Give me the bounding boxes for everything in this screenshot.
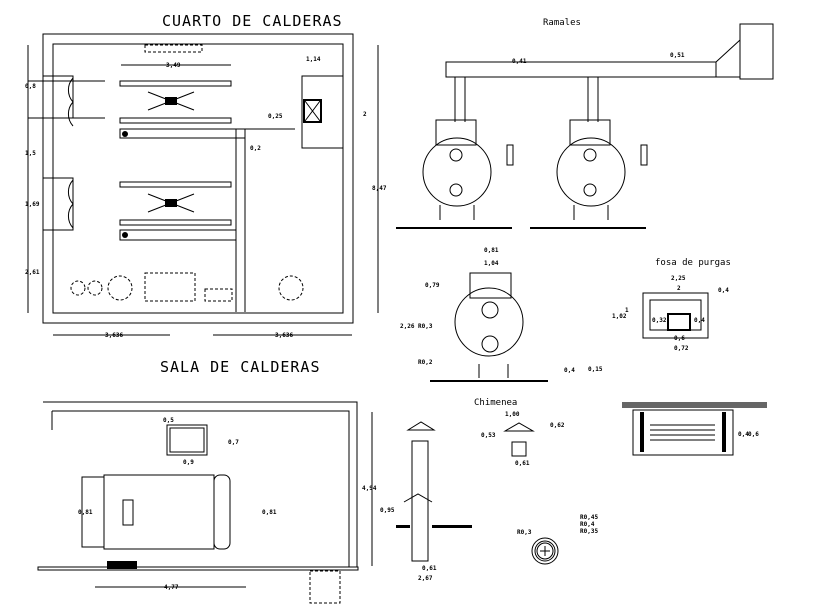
dim-label: 0,6 — [674, 335, 685, 342]
ramales-elevation: Ramales 0,41 0,51 — [396, 18, 774, 229]
dim-label: 1 — [625, 307, 629, 314]
dim-label: 3,49 — [166, 62, 181, 69]
dim-label: 0,15 — [588, 366, 603, 373]
boiler-side-view — [103, 474, 215, 550]
dim-label: 0,8 — [25, 83, 36, 90]
dim-label: 0,4 — [564, 367, 575, 374]
dim-label: 0,25 — [268, 113, 283, 120]
dim-label: 2,67 — [418, 575, 433, 582]
dim-label: 0,79 — [425, 282, 440, 289]
dim-label: 0,41 — [512, 58, 527, 65]
dim-label: 0,51 — [670, 52, 685, 59]
dim-label: 0,4 — [718, 287, 729, 294]
dim-label: 3,636 — [275, 332, 293, 339]
dim-label: 4,94 — [362, 485, 377, 492]
dim-label: 0,5 — [163, 417, 174, 424]
dim-label: 8,47 — [372, 185, 387, 192]
chimney-shaft — [301, 75, 344, 149]
chimenea-detail: Chimenea 0,95 0,61 2,67 1,00 0,62 0,53 0… — [380, 398, 565, 582]
dim-label: R0,3 — [517, 529, 532, 536]
dim-label: R0,4 — [580, 521, 595, 528]
dim-label: 1,14 — [306, 56, 321, 63]
boiler-1 — [422, 77, 514, 220]
dim-label: 2,61 — [25, 269, 40, 276]
dim-label: 0,7 — [228, 439, 239, 446]
chimenea-title: Chimenea — [474, 398, 517, 408]
dim-label: 0,32 — [652, 317, 667, 324]
fosa-title: fosa de purgas — [655, 258, 731, 268]
boiler-2 — [556, 77, 648, 220]
dim-label: 0,81 — [484, 247, 499, 254]
dim-label: 0,81 — [262, 509, 277, 516]
dim-label: 2 — [677, 285, 681, 292]
dim-label: R0,2 — [418, 359, 433, 366]
door-openings — [43, 75, 74, 231]
dim-label: 4,77 — [164, 584, 179, 591]
dim-label: 0,61 — [422, 565, 437, 572]
dim-label: 2,25 — [671, 275, 686, 282]
boiler-detail: 0,81 1,04 0,79 2,26 R0,3 R0,2 0,4 0,15 — [400, 247, 603, 382]
cuarto-title: CUARTO DE CALDERAS — [162, 12, 343, 30]
dim-label: 1,02 — [612, 313, 627, 320]
dim-label: 0,2 — [250, 145, 261, 152]
dim-label: 0,4 — [738, 431, 749, 438]
dim-label: 1,04 — [484, 260, 499, 267]
dim-label: R0,3 — [418, 323, 433, 330]
dim-label: 0,62 — [550, 422, 565, 429]
dim-label: 0,6 — [748, 431, 759, 438]
dim-label: 0,9 — [183, 459, 194, 466]
dim-label: R0,35 — [580, 528, 598, 535]
dim-label: 1,5 — [25, 150, 36, 157]
ramales-title: Ramales — [543, 18, 581, 28]
dim-label: 0,81 — [78, 509, 93, 516]
dim-label: 0,95 — [380, 507, 395, 514]
dim-label: 1,69 — [25, 201, 40, 208]
chimney-ring-section: R0,45 R0,4 R0,35 R0,3 — [517, 514, 598, 565]
cuarto-de-calderas-plan: CUARTO DE CALDERAS 3,49 0,25 0,2 1,14 2 … — [25, 12, 387, 339]
dim-label: 3,636 — [105, 332, 123, 339]
dim-label: 2,26 — [400, 323, 415, 330]
dim-label: 0,72 — [674, 345, 689, 352]
fosa-de-purgas: fosa de purgas 2,25 2 0,4 1,02 1 0,32 0,… — [612, 258, 767, 456]
sala-de-calderas-elevation: SALA DE CALDERAS 0,5 0,7 0,9 0,81 0,81 4… — [37, 358, 377, 604]
dim-label: 1,00 — [505, 411, 520, 418]
dim-label: 0,4 — [694, 317, 705, 324]
outer-wall — [42, 33, 354, 324]
chimney-stack — [739, 23, 774, 80]
dim-label: R0,45 — [580, 514, 598, 521]
dim-label: 0,61 — [515, 460, 530, 467]
dim-label: 0,53 — [481, 432, 496, 439]
sala-title: SALA DE CALDERAS — [160, 358, 321, 376]
door-swings — [67, 77, 74, 229]
tablero — [144, 44, 203, 53]
inner-wall — [52, 43, 344, 314]
dim-label: 2 — [363, 111, 367, 118]
